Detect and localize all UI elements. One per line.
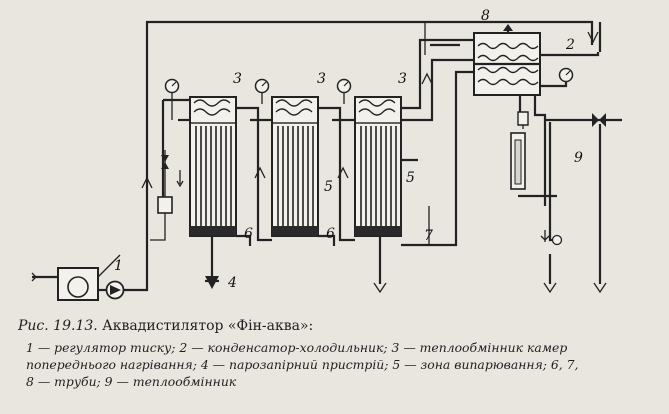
pressure-gauge-icon: [164, 78, 180, 120]
flow-arrows: [254, 31, 599, 179]
evaporator-unit-2: [271, 96, 319, 237]
label-9: 9: [574, 150, 583, 166]
label-1: 1: [114, 258, 123, 274]
label-4: 4: [227, 275, 237, 291]
legend-line: попереднього нагрівання; 4 — парозапірни…: [26, 357, 579, 372]
figure-number: Рис. 19.13.: [18, 318, 98, 334]
label-3c: 3: [398, 71, 407, 87]
bottom-pipes: [205, 70, 474, 294]
pipe-8: [145, 20, 602, 262]
label-7: 7: [424, 228, 433, 244]
label-5a: 5: [324, 179, 333, 195]
aquadistiller-diagram: 1 2 3 3 3 4 5 5 6 6 7 8 9: [31, 8, 622, 301]
condenser-cooler: [473, 24, 600, 96]
label-3b: 3: [317, 71, 326, 87]
caption-legend: 1 — регулятор тиску; 2 — конденсатор-хол…: [18, 339, 658, 390]
label-5b: 5: [406, 170, 415, 186]
label-6a: 6: [244, 226, 253, 242]
pressure-gauge-icon: [336, 78, 352, 104]
evaporator-unit-1: [189, 96, 237, 237]
legend-line: 8 — труби; 9 — теплообмінник: [26, 374, 237, 389]
label-8: 8: [481, 8, 490, 24]
pressure-gauge-icon: [254, 78, 270, 104]
figure-caption: Рис. 19.13. Аквадистилятор «Фін-аква»: 1…: [18, 318, 658, 390]
caption-title: Рис. 19.13. Аквадистилятор «Фін-аква»:: [18, 318, 658, 335]
evaporator-unit-3: [354, 96, 402, 237]
pressure-regulator: [31, 150, 184, 301]
figure-title: Аквадистилятор «Фін-аква»:: [102, 318, 314, 334]
label-3a: 3: [233, 71, 242, 87]
pressure-gauge-icon: [558, 67, 574, 83]
label-2: 2: [565, 37, 575, 53]
label-6b: 6: [326, 226, 335, 242]
legend-line: 1 — регулятор тиску; 2 — конденсатор-хол…: [26, 340, 568, 355]
heat-exchanger-9: [510, 95, 622, 294]
